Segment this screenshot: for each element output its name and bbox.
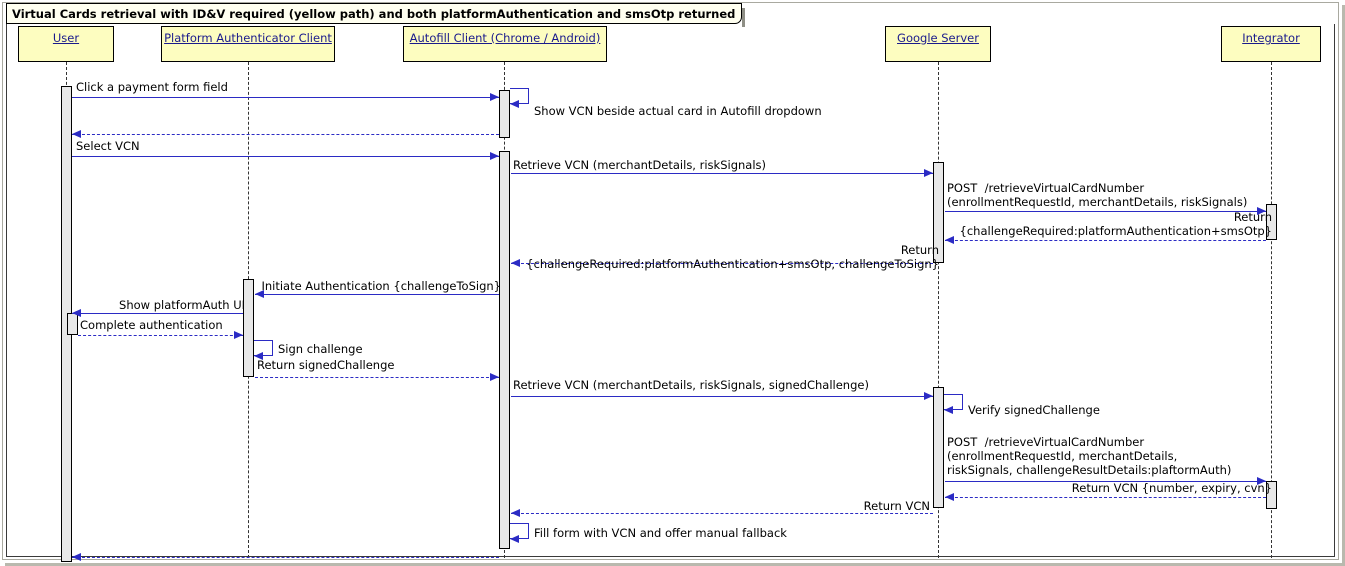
message-label-m16: POST /retrieveVirtualCardNumber (enrollm…: [947, 435, 1232, 477]
message-arrowhead-m17: [945, 493, 954, 501]
activation-bar-platauth: [243, 279, 254, 377]
message-label-m17: Return VCN {number, expiry, cvn}: [1071, 481, 1272, 495]
message-arrowhead-m11: [234, 331, 243, 339]
participant-label-platauth: Platform Authenticator Client: [164, 31, 332, 45]
message-line-m18: [511, 513, 933, 514]
message-arrowhead-m16: [1257, 477, 1266, 485]
activation-bar-autofill: [499, 90, 510, 138]
message-label-m6: POST /retrieveVirtualCardNumber (enrollm…: [947, 181, 1248, 209]
diagram-title: Virtual Cards retrieval with ID&V requir…: [12, 6, 736, 21]
message-arrowhead-m4: [490, 152, 499, 160]
activation-bar-integrator: [1266, 481, 1277, 509]
message-label-m4: Select VCN: [76, 139, 140, 153]
message-arrowhead-m3: [72, 130, 81, 138]
activation-bar-gserver: [933, 162, 944, 263]
message-label-m10: Show platformAuth UI: [119, 298, 245, 312]
message-line-m16: [945, 481, 1266, 482]
message-label-m14: Retrieve VCN (merchantDetails, riskSigna…: [513, 378, 869, 392]
participant-user[interactable]: User: [18, 26, 114, 62]
message-line-m5: [511, 173, 933, 174]
message-line-m10: [72, 313, 243, 314]
message-line-m17: [945, 497, 1266, 498]
self-message-loop-m15: [944, 394, 963, 410]
participant-integrator[interactable]: Integrator: [1221, 26, 1321, 62]
message-label-m2: Show VCN beside actual card in Autofill …: [534, 104, 822, 118]
title-tab-shadow: [742, 8, 746, 27]
message-label-m13: Return signedChallenge: [257, 358, 395, 372]
message-line-m11: [78, 335, 243, 336]
participant-platauth[interactable]: Platform Authenticator Client: [161, 26, 335, 62]
participant-label-gserver: Google Server: [897, 31, 979, 45]
lifeline-integrator: [1271, 62, 1272, 558]
message-arrowhead-m14: [924, 392, 933, 400]
message-label-m9: Initiate Authentication {challengeToSign…: [261, 279, 501, 293]
self-message-loop-m19: [510, 523, 529, 539]
message-line-m6: [945, 211, 1266, 212]
message-line-m7: [945, 240, 1266, 241]
message-arrowhead-m10: [72, 309, 81, 317]
message-arrowhead-m8: [511, 259, 520, 267]
message-arrowhead-m6: [1257, 207, 1266, 215]
message-arrowhead-m13: [490, 373, 499, 381]
message-line-m1: [72, 97, 499, 98]
self-message-arrowhead-m12: [254, 351, 263, 360]
message-arrowhead-m1: [490, 93, 499, 101]
participant-label-integrator: Integrator: [1242, 31, 1300, 45]
self-message-loop-m12: [254, 340, 273, 356]
participant-label-user: User: [52, 31, 80, 45]
message-arrowhead-m9: [255, 290, 264, 298]
activation-bar-integrator: [1266, 204, 1277, 240]
message-label-m11: Complete authentication: [80, 318, 223, 332]
participant-label-autofill: Autofill Client (Chrome / Android): [409, 31, 601, 45]
message-arrowhead-m5: [924, 169, 933, 177]
message-line-m14: [511, 396, 933, 397]
message-label-m19: Fill form with VCN and offer manual fall…: [534, 526, 787, 540]
self-message-arrowhead-m2: [510, 99, 519, 108]
message-line-m20: [72, 557, 499, 558]
message-label-m1: Click a payment form field: [76, 80, 228, 94]
participant-gserver[interactable]: Google Server: [885, 26, 991, 62]
message-line-m4: [72, 156, 499, 157]
self-message-arrowhead-m15: [944, 405, 953, 414]
message-label-m18: Return VCN: [863, 499, 930, 513]
frame-shadow-bottom: [5, 563, 1345, 566]
message-label-m8: Return {challengeRequired:platformAuthen…: [526, 243, 939, 271]
frame-shadow-right: [1342, 5, 1345, 566]
message-label-m7: Return {challengeRequired:platformAuthen…: [959, 210, 1272, 238]
message-line-m3: [72, 134, 499, 135]
message-arrowhead-m18: [511, 509, 520, 517]
message-arrowhead-m20: [72, 553, 81, 561]
activation-bar-gserver: [933, 387, 944, 508]
message-line-m13: [255, 377, 499, 378]
message-label-m15: Verify signedChallenge: [968, 403, 1100, 417]
message-line-m8: [511, 263, 933, 264]
self-message-arrowhead-m19: [510, 534, 519, 543]
lifeline-gserver: [938, 62, 939, 558]
diagram-title-tab: Virtual Cards retrieval with ID&V requir…: [6, 3, 743, 24]
message-line-m9: [255, 294, 499, 295]
activation-bar-autofill: [499, 151, 510, 549]
participant-autofill[interactable]: Autofill Client (Chrome / Android): [403, 26, 607, 62]
message-arrowhead-m7: [945, 236, 954, 244]
self-message-loop-m2: [510, 88, 529, 104]
message-label-m12: Sign challenge: [278, 342, 363, 356]
message-label-m5: Retrieve VCN (merchantDetails, riskSigna…: [513, 158, 766, 172]
